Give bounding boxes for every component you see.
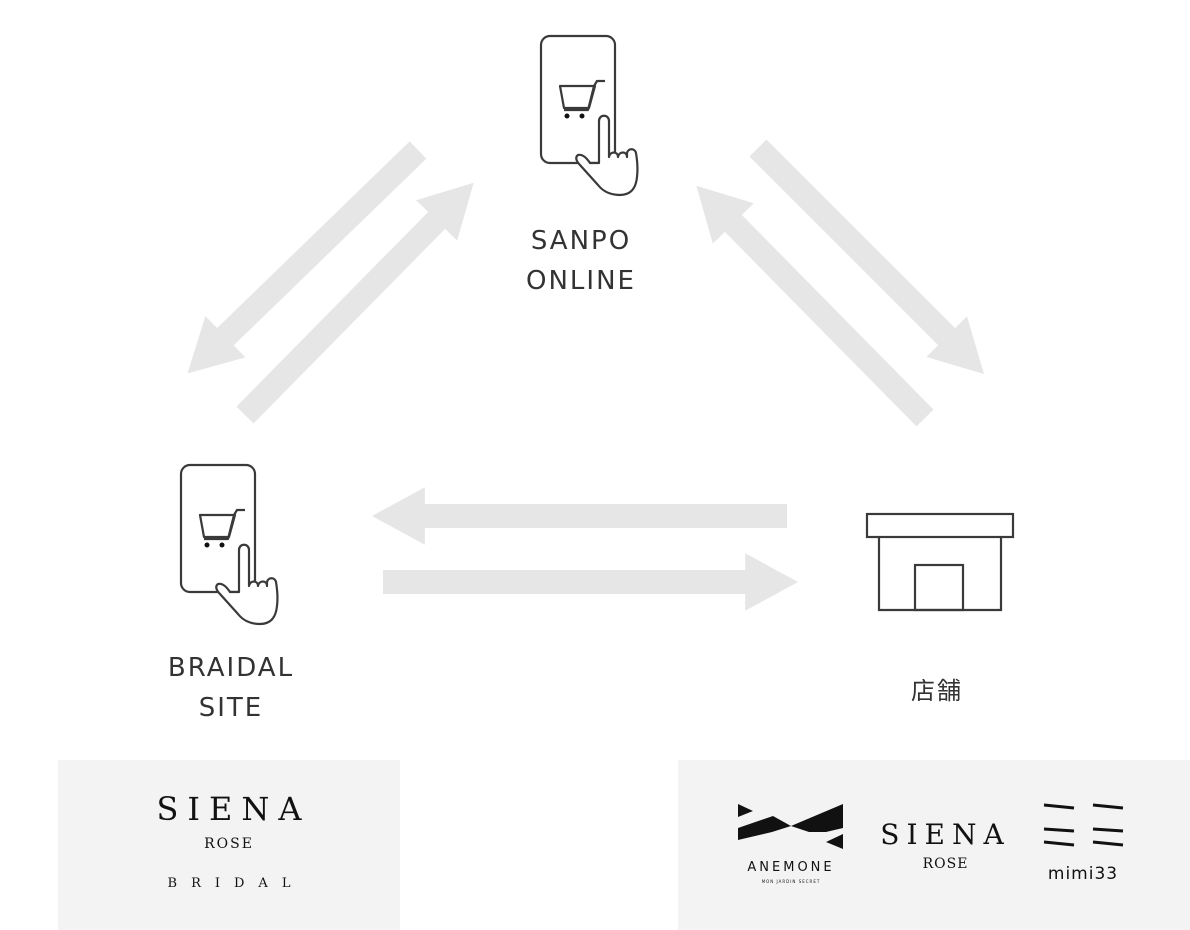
arrow-online-to-bridal	[187, 141, 427, 374]
node-store: 店舗	[911, 677, 963, 705]
node-label: ONLINE	[526, 266, 636, 296]
mimi33-logo-mark	[1043, 803, 1124, 847]
mimi33-logo-name: mimi33	[1047, 864, 1119, 884]
arrow-bridal-to-online	[236, 182, 474, 424]
store-icon	[865, 512, 1015, 612]
arrow-online-to-store	[749, 139, 984, 374]
siena-logo-sub: ROSE	[922, 856, 969, 872]
anemone-logo-mark	[738, 804, 843, 849]
smartphone-cart-icon	[179, 463, 279, 626]
siena-logo-sub: ROSE	[204, 836, 254, 852]
siena-logo-name: SIENA	[156, 790, 311, 828]
node-label: SANPO	[530, 226, 632, 256]
node-sanpo-online: SANPO ONLINE	[481, 221, 681, 301]
node-label: SITE	[198, 693, 264, 723]
bridal-logo-panel: SIENA ROSE BRIDAL	[58, 760, 400, 930]
anemone-logo-sub: MON JARDIN SECRET	[761, 879, 821, 884]
anemone-logo-name: ANEMONE	[747, 860, 835, 875]
node-bridal-site: BRAIDAL SITE	[131, 648, 331, 728]
node-label: BRAIDAL	[167, 653, 295, 683]
smartphone-cart-icon	[539, 34, 639, 197]
bridal-logo-tag: BRIDAL	[167, 876, 305, 891]
arrow-store-to-online	[696, 185, 934, 427]
store-logo-panel: ANEMONE MON JARDIN SECRET SIENA ROSE mim…	[678, 760, 1190, 930]
siena-logo-name: SIENA	[880, 818, 1011, 851]
